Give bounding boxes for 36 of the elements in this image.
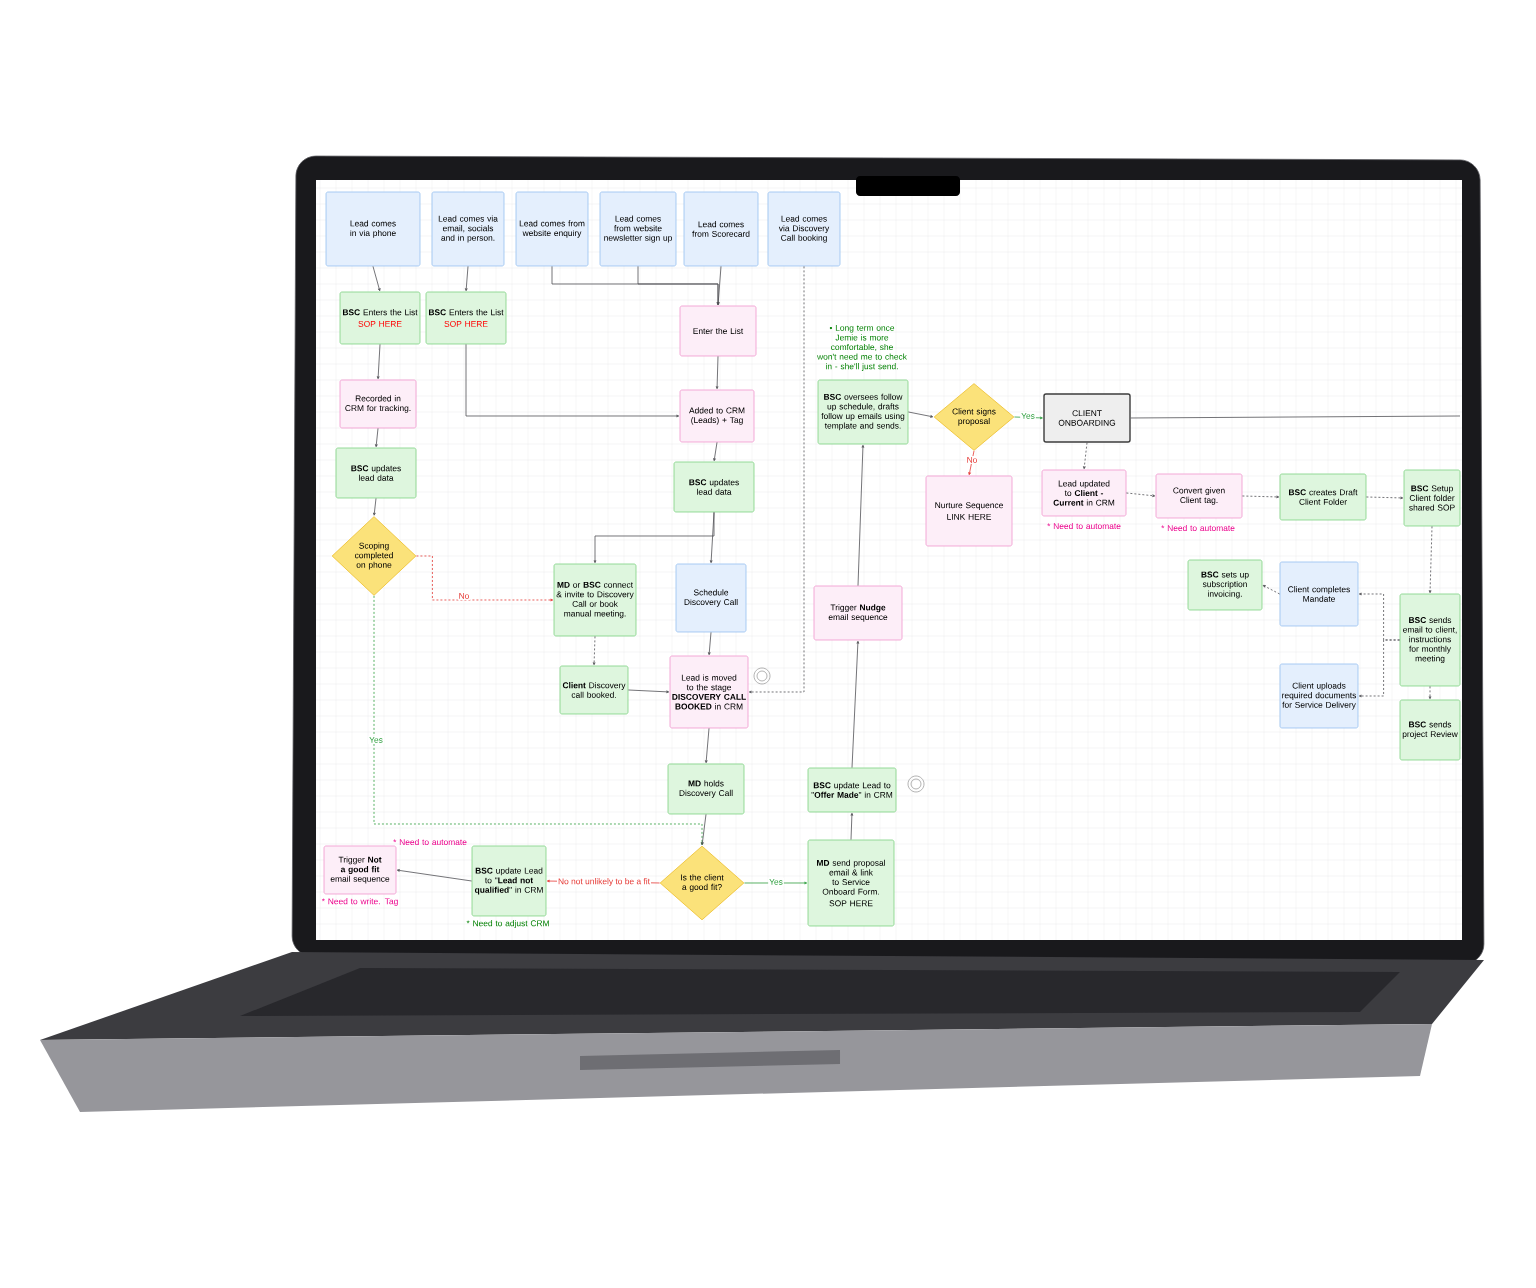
arrow [1428, 526, 1433, 594]
arrow [716, 266, 722, 306]
arrow [372, 266, 381, 292]
arrow [593, 512, 715, 564]
arrow [857, 444, 865, 586]
arrow [1428, 686, 1432, 700]
arrow [1366, 496, 1404, 500]
arrow [628, 689, 670, 694]
arrow [851, 640, 860, 768]
arrow [396, 869, 472, 882]
arrow [908, 411, 934, 418]
arrow [375, 428, 379, 448]
arrow [373, 498, 377, 516]
arrow [707, 632, 712, 656]
arrow [637, 266, 720, 306]
arrow [1262, 585, 1280, 595]
arrow [1242, 495, 1280, 499]
arrow [748, 266, 805, 694]
arrow [592, 636, 596, 666]
arrow [850, 812, 854, 840]
arrow [464, 266, 469, 292]
arrow [1126, 492, 1156, 497]
arrow [704, 728, 710, 764]
arrow [1014, 416, 1043, 420]
arrow [1358, 639, 1400, 698]
arrow [1083, 442, 1088, 470]
arrow [416, 555, 554, 602]
arrow [744, 881, 808, 885]
arrow [701, 814, 707, 846]
arrow [376, 344, 381, 380]
arrow [709, 512, 715, 564]
arrow [465, 344, 680, 418]
arrow [713, 442, 718, 462]
arrow [373, 595, 704, 846]
arrow [715, 356, 719, 390]
arrow [968, 450, 975, 476]
